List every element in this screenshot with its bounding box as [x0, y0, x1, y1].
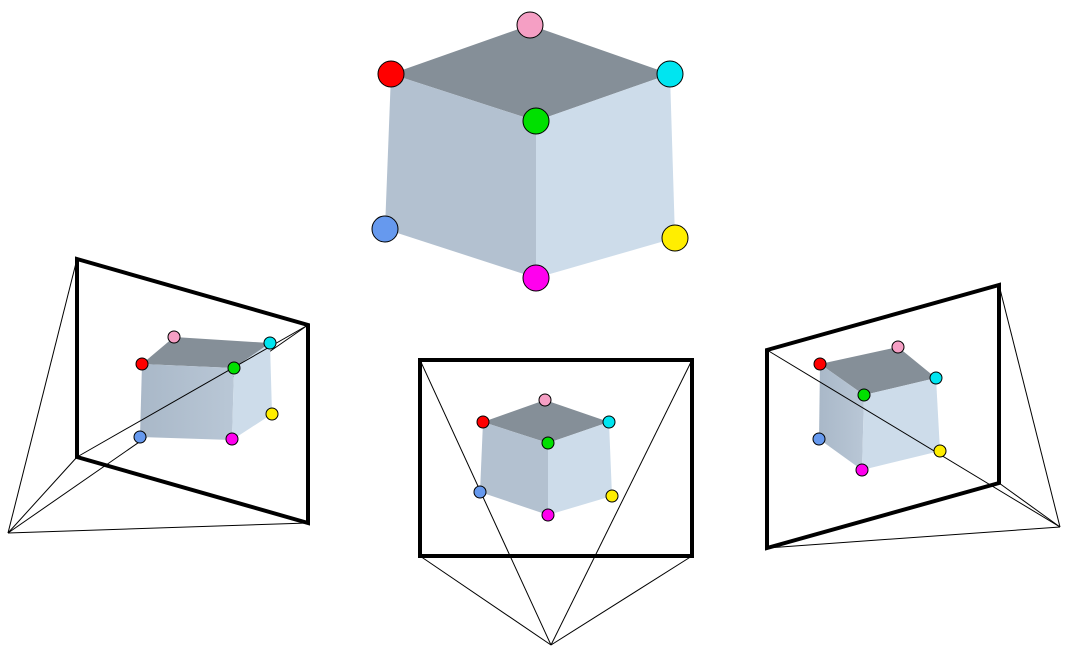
- vertex-bottom-right: [661, 224, 689, 252]
- camera-ray: [766, 526, 1061, 549]
- vertex-top-back: [891, 340, 905, 354]
- vertex-bottom-front: [225, 432, 239, 446]
- vertex-bottom-left: [371, 215, 399, 243]
- camera-ray: [7, 456, 78, 534]
- reference-cube: [371, 11, 689, 292]
- camera-ray-through-image: [766, 349, 1061, 528]
- vertex-bottom-right: [605, 489, 619, 503]
- cube-top-face: [142, 337, 270, 368]
- vertex-top-right: [929, 371, 943, 385]
- center-camera-rays: [419, 359, 693, 646]
- cube-left-face: [819, 364, 864, 470]
- right-view-vertices: [812, 340, 947, 477]
- vertex-bottom-left: [133, 430, 147, 444]
- cube-left-face: [385, 74, 536, 278]
- center-projected-cube: [480, 400, 612, 515]
- left-view-vertices: [133, 330, 279, 446]
- camera-ray: [7, 258, 78, 534]
- left-image-plane: [75, 256, 310, 526]
- vertex-top-left: [135, 357, 149, 371]
- vertex-bottom-front: [541, 508, 555, 522]
- vertex-bottom-right: [933, 444, 947, 458]
- camera-ray: [998, 284, 1061, 528]
- cube-top-face: [483, 400, 609, 443]
- vertex-bottom-front: [522, 264, 550, 292]
- cube-left-face: [480, 422, 548, 515]
- vertex-top-back: [538, 393, 552, 407]
- camera-ray: [419, 555, 552, 646]
- cube-right-face: [548, 422, 612, 515]
- vertex-top-left: [813, 357, 827, 371]
- camera-ray: [550, 555, 693, 646]
- vertex-top-back: [167, 330, 181, 344]
- cube-right-face: [232, 343, 272, 440]
- vertex-top-right: [656, 60, 684, 88]
- reference-vertices: [371, 11, 689, 292]
- vertex-top-front: [857, 388, 871, 402]
- vertex-top-front: [522, 107, 550, 135]
- vertex-bottom-right: [265, 407, 279, 421]
- vertex-top-back: [516, 11, 544, 39]
- vertex-top-left: [377, 60, 405, 88]
- right-camera-rays: [766, 284, 1061, 549]
- camera-ray: [419, 359, 552, 646]
- vertex-top-right: [602, 415, 616, 429]
- camera-ray: [7, 522, 309, 534]
- camera-ray: [550, 359, 693, 646]
- cube-top-face: [391, 25, 670, 121]
- cube-right-face: [862, 378, 940, 470]
- center-image-plane: [418, 358, 694, 558]
- vertex-top-right: [263, 336, 277, 350]
- right-image-plane: [765, 282, 1001, 551]
- left-projected-cube: [140, 337, 272, 440]
- vertex-top-front: [227, 361, 241, 375]
- left-camera-view: [7, 256, 310, 534]
- cube-left-face: [140, 364, 234, 440]
- right-camera-view: [765, 282, 1061, 551]
- vertex-bottom-left: [473, 485, 487, 499]
- center-view-vertices: [473, 393, 619, 522]
- camera-ray: [998, 482, 1061, 528]
- right-projected-cube: [819, 347, 940, 470]
- cube-right-face: [536, 74, 675, 278]
- cube-top-face: [820, 347, 936, 395]
- vertex-top-front: [541, 436, 555, 450]
- vertex-bottom-left: [812, 432, 826, 446]
- center-camera-view: [418, 358, 694, 646]
- vertex-bottom-front: [855, 463, 869, 477]
- vertex-top-left: [476, 415, 490, 429]
